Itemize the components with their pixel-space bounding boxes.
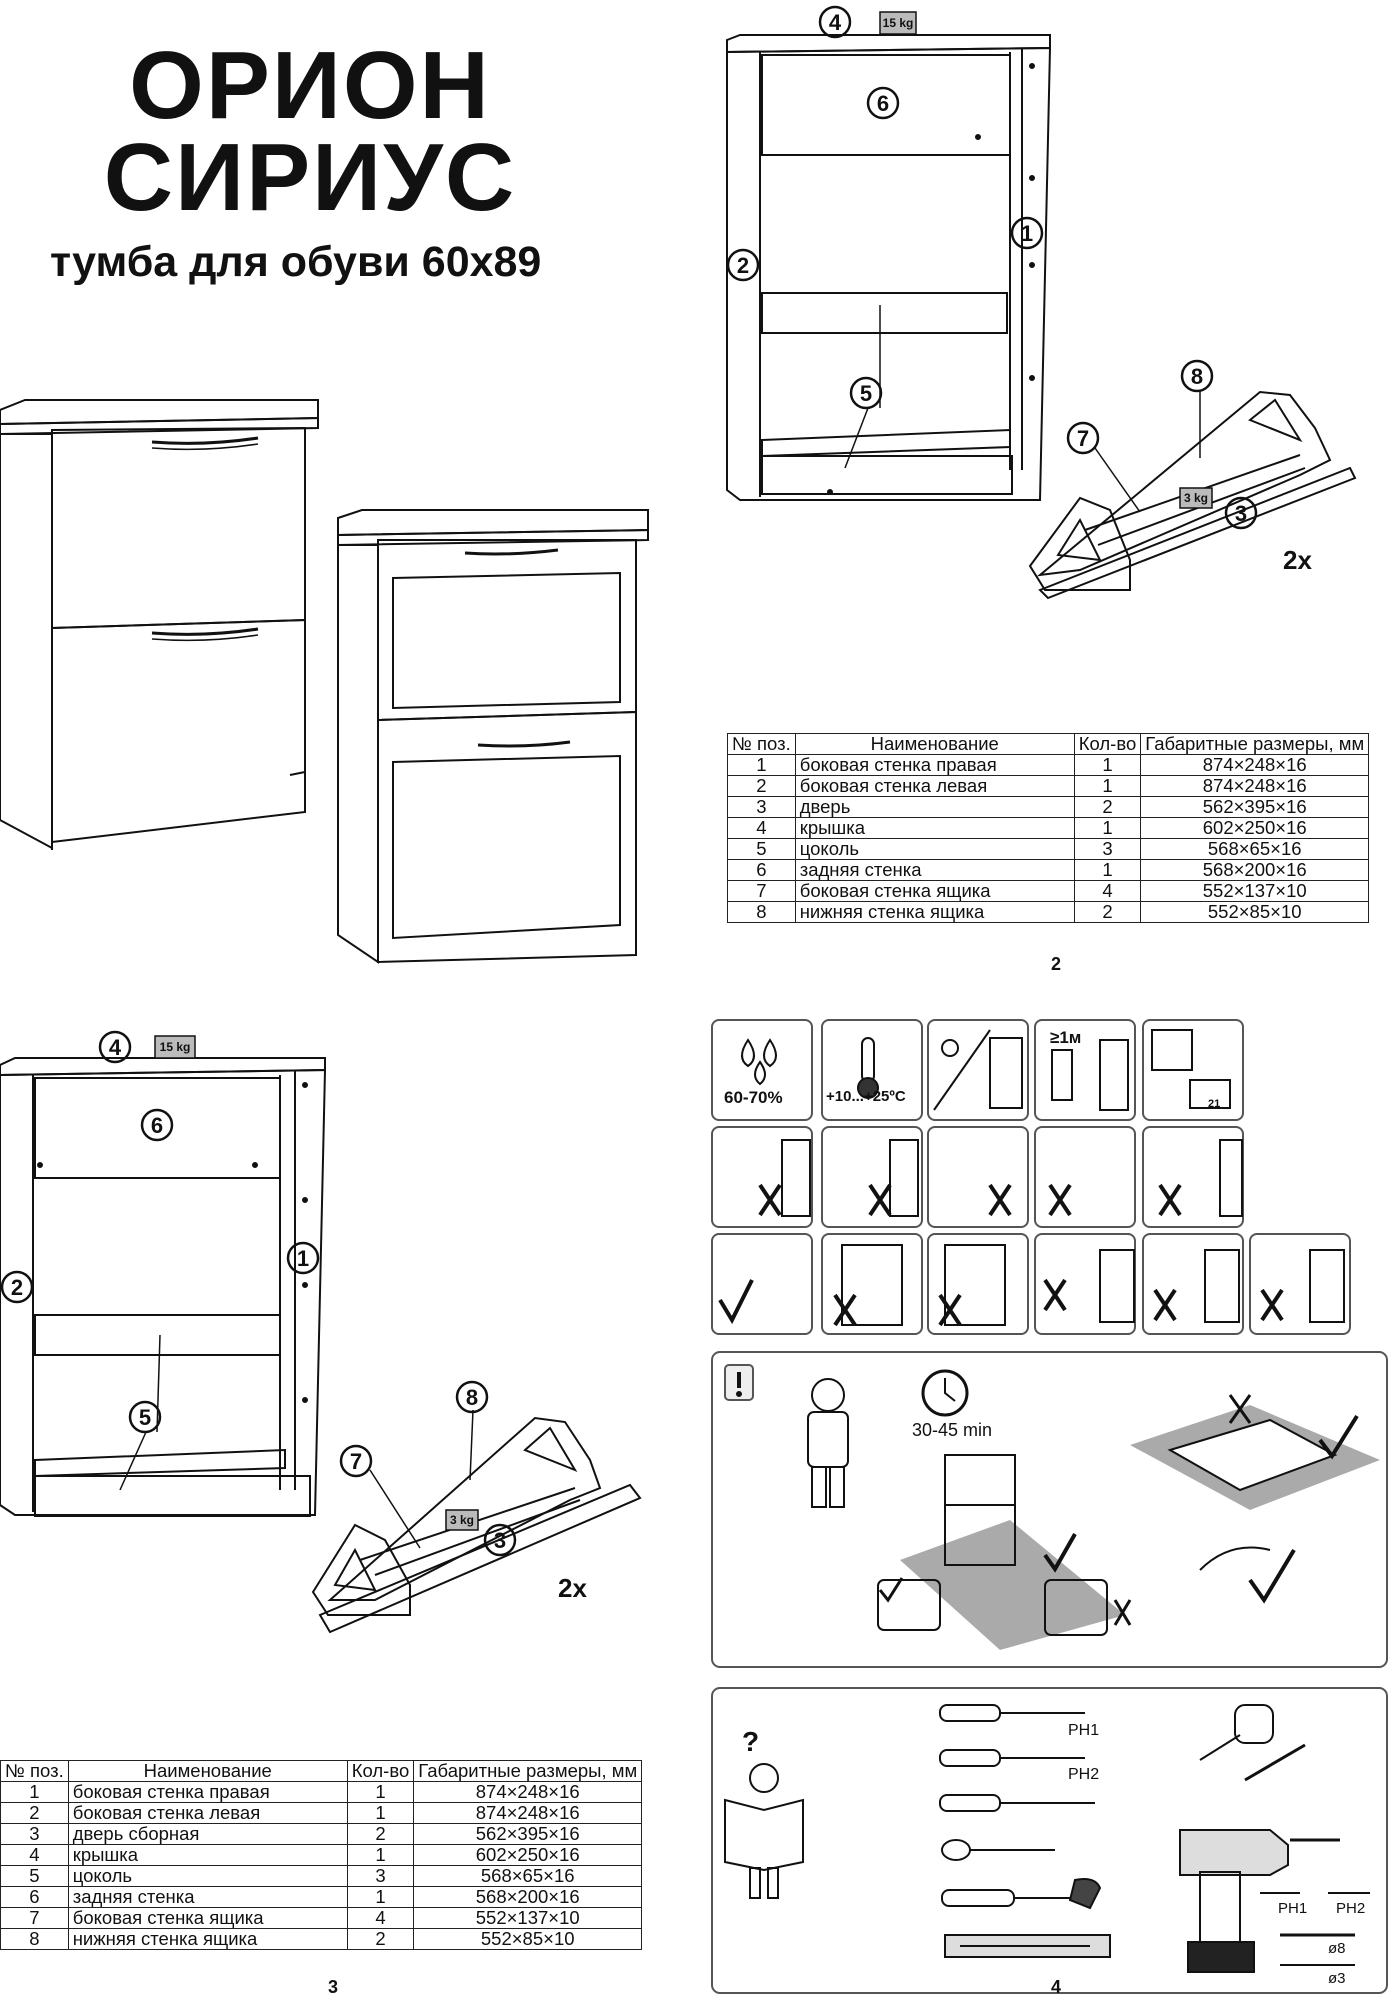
care-icons-grid xyxy=(711,1019,1351,1335)
leader-lines xyxy=(119,305,1201,1549)
part-number-callouts xyxy=(0,5,1258,1557)
label-part-8-p3: 8 xyxy=(465,1385,479,1410)
weight-tags xyxy=(154,11,1213,1531)
title-line-2: СИРИУС xyxy=(103,124,517,231)
drill-8-label: ø8 xyxy=(1328,1940,1346,1957)
frame-drawing-page3 xyxy=(0,1057,327,1517)
preparation-panel xyxy=(711,1351,1388,1668)
header-size: Габаритные размеры, мм xyxy=(1140,733,1370,755)
subtitle: тумба для обуви 60х89 xyxy=(50,238,542,286)
page-number-3: 3 xyxy=(328,1977,339,1997)
weight-label-drawer: 3 kg xyxy=(1183,491,1208,505)
label-part-1-p3: 1 xyxy=(296,1246,310,1271)
cabinet-drawing-2 xyxy=(337,509,649,964)
label-part-4: 4 xyxy=(828,10,842,35)
weight-label-drawer-p3: 3 kg xyxy=(449,1513,474,1527)
header-qty: Кол-во xyxy=(1073,733,1142,755)
grid-count-label: 21 xyxy=(1208,1098,1221,1110)
weight-label-top: 15 kg xyxy=(882,16,914,30)
bit-ph1-label: PH1 xyxy=(1278,1900,1308,1917)
label-part-4-p3: 4 xyxy=(108,1035,122,1060)
tools-panel xyxy=(711,1687,1388,1994)
parts-table-page3: № поз. Наименование Кол-во Габаритные ра… xyxy=(0,1760,643,1950)
header-name: Наименование xyxy=(67,1760,348,1782)
label-part-5-p3: 5 xyxy=(138,1405,152,1430)
parts-table-page2: № поз. Наименование Кол-во Габаритные ра… xyxy=(727,733,1370,923)
header-size: Габаритные размеры, мм xyxy=(413,1760,643,1782)
header-name: Наименование xyxy=(794,733,1075,755)
label-part-6: 6 xyxy=(876,91,890,116)
weight-label-top-p3: 15 kg xyxy=(159,1040,191,1054)
page-number-4: 4 xyxy=(1051,1977,1062,1997)
label-part-2-p3: 2 xyxy=(10,1275,24,1300)
question-mark-icon: ? xyxy=(742,1726,760,1757)
drill-3-label: ø3 xyxy=(1328,1970,1346,1987)
label-part-8: 8 xyxy=(1190,364,1204,389)
humidity-label: 60-70% xyxy=(724,1088,783,1107)
screwdriver-ph2-label: PH2 xyxy=(1068,1766,1100,1783)
label-part-7-p3: 7 xyxy=(349,1449,363,1474)
assembly-time-label: 30-45 min xyxy=(912,1420,993,1440)
icon-glyphs xyxy=(718,1029,1345,1327)
label-part-1: 1 xyxy=(1020,221,1034,246)
multiplier-label-p3: 2x xyxy=(558,1573,587,1603)
header-pos: № поз. xyxy=(727,733,796,755)
page-number-2: 2 xyxy=(1051,954,1062,974)
label-part-3-p3: 3 xyxy=(493,1528,507,1553)
distance-label: ≥1м xyxy=(1050,1028,1082,1047)
bit-ph2-label: PH2 xyxy=(1336,1900,1366,1917)
label-part-2: 2 xyxy=(736,253,750,278)
multiplier-label: 2x xyxy=(1283,545,1312,575)
screwdriver-ph1-label: PH1 xyxy=(1068,1722,1100,1739)
frame-drawing-page2 xyxy=(726,34,1052,501)
label-part-6-p3: 6 xyxy=(150,1113,164,1138)
header-pos: № поз. xyxy=(0,1760,69,1782)
label-part-7: 7 xyxy=(1076,426,1090,451)
temperature-label: +10...+25ºC xyxy=(826,1088,906,1105)
label-part-3: 3 xyxy=(1234,501,1248,526)
cabinet-drawing-1 xyxy=(0,399,319,850)
label-part-5: 5 xyxy=(859,381,873,406)
title-line-1: ОРИОН xyxy=(129,32,491,139)
header-qty: Кол-во xyxy=(346,1760,415,1782)
